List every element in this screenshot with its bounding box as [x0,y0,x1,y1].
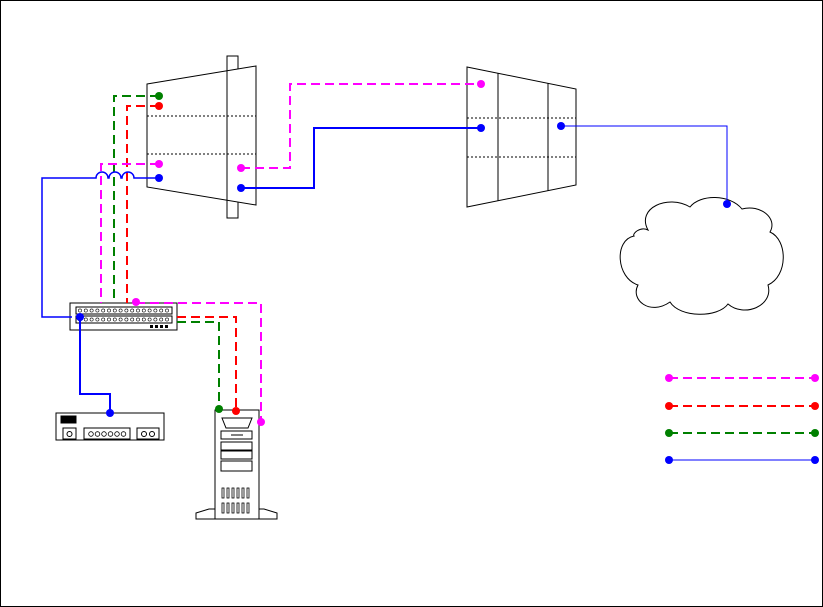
modem-port [150,432,155,437]
patch-panel-a-body [147,66,256,205]
modem-port [121,432,126,437]
modem-port [89,432,94,437]
tower-server-vent [222,488,224,498]
tower-server-drive [221,451,252,459]
red-connection-endpoint [155,102,163,110]
tower-server-top-bay [222,418,252,428]
patch-panel-b-body [467,67,576,207]
blue-connection-endpoint [155,174,163,182]
legend-marker-magenta [665,374,673,382]
tower-server-vent [222,503,224,513]
modem-port [102,432,107,437]
tower-server-vent [247,503,249,513]
modem-display [61,416,76,423]
tower-server-vent [237,488,239,498]
modem-port [142,432,147,437]
magenta-connection-endpoint [477,80,485,88]
switch-hub [70,303,177,330]
modem-port [108,432,113,437]
blue-connection-endpoint [557,122,565,130]
tower-server-drive [221,461,252,471]
blue-connection-endpoint [237,184,245,192]
legend-marker-red [665,402,673,410]
blue-connection-endpoint [723,200,731,208]
tower-server-vent [237,503,239,513]
modem-port-block [137,428,159,439]
switch-hub-port-row [76,316,172,323]
modem [56,413,164,440]
legend-marker-magenta [811,374,819,382]
modem-port [115,432,120,437]
tower-server-vent [232,488,234,498]
green-connection-endpoint [155,92,163,100]
patch-panel-b [467,67,576,207]
legend-marker-red [811,402,819,410]
legend-marker-blue [665,456,673,464]
blue-connection-endpoint [477,124,485,132]
blue-connection-endpoint [106,409,114,417]
magenta-connection-endpoint [257,418,265,426]
tower-server-vent [247,488,249,498]
legend-marker-green [811,429,819,437]
legend-marker-blue [811,456,819,464]
magenta-connection-endpoint [237,164,245,172]
switch-hub-port-row [76,307,172,314]
switch-hub-led [160,325,163,328]
modem-jack-hole [67,432,72,437]
switch-hub-led [165,325,168,328]
magenta-connection-endpoint [155,160,163,168]
blue-connection-endpoint [76,313,84,321]
magenta-connection-endpoint [132,298,140,306]
tower-server-vent [232,503,234,513]
tower-server-drive [221,442,252,450]
red-connection-endpoint [232,407,240,415]
tower-server-vent [242,503,244,513]
switch-hub-led [155,325,158,328]
tower-server-vent [227,503,229,513]
green-connection-endpoint [215,405,223,413]
tower-server-vent [227,488,229,498]
legend-marker-green [665,429,673,437]
switch-hub-led [150,325,153,328]
tower-server-vent [242,488,244,498]
modem-port [95,432,100,437]
